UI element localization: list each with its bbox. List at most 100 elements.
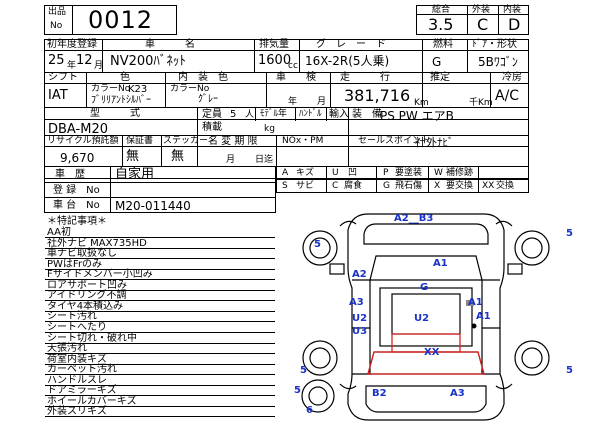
grade-value: 16X-2R(5人乗): [305, 54, 390, 68]
mileage-label: 走 行: [340, 72, 390, 83]
damage-xx: XX: [424, 347, 440, 358]
notes-title: ＊特記事項＊: [47, 216, 107, 227]
note-item: アイドリング不調: [47, 290, 127, 302]
note-item: ドアミラーキズ: [47, 385, 117, 397]
legend-a-text: キズ: [296, 168, 315, 178]
legend-w-code: W: [434, 168, 443, 178]
damage-a1-rear-right: A1: [468, 297, 483, 308]
note-divider: [45, 416, 275, 418]
first-reg-year: 25: [48, 53, 65, 68]
note-item: AA初: [47, 227, 71, 238]
capacity-value: 5: [230, 109, 237, 120]
model-value: DBA-M20: [48, 122, 108, 137]
sticker-label: ステッカー: [163, 136, 209, 146]
vehicle-name: NV200ﾊﾞﾈｯﾄ: [110, 54, 186, 69]
model-label: 型 式: [90, 108, 140, 119]
inspection-month-unit: 月: [317, 97, 327, 107]
note-divider: [45, 279, 275, 281]
damage-a2-left: A2: [352, 269, 367, 280]
door-value: 5Bﾜｺﾞﾝ: [478, 55, 518, 69]
legend-c-text: 腐食: [344, 181, 363, 191]
lot-box: [44, 5, 177, 35]
sticker-value: 無: [171, 149, 185, 164]
note-item: 車ナビ取扱なし: [47, 248, 117, 260]
lot-number: 0012: [88, 6, 154, 34]
score-label: 総合: [432, 5, 451, 15]
note-item: 天張汚れ: [47, 343, 87, 355]
recycle-value: 9,670: [60, 151, 95, 165]
ac-value: A/C: [495, 88, 520, 104]
exterior-value: C: [477, 15, 489, 34]
damage-b2: B2: [372, 388, 387, 399]
mileage-value: 381,716: [344, 86, 411, 105]
wheel-5-mid-left: 5: [300, 365, 307, 376]
legend-s-code: S: [282, 181, 288, 191]
nox-label: NOx・PM: [282, 136, 324, 146]
legend-u-text: 凹: [348, 168, 358, 178]
damage-a1-roof: A1: [433, 258, 448, 269]
lot-label-bottom: No: [50, 21, 63, 31]
car-damage-diagram: [301, 213, 550, 421]
load-label: 積載: [202, 122, 222, 133]
sales-point-value: 社外ﾅﾋﾞ: [415, 136, 454, 149]
note-item: PWはFrのみ: [47, 258, 103, 270]
exterior-label: 外装: [472, 5, 491, 15]
legend-x-code: X: [434, 181, 441, 191]
inspection-year-unit: 年: [288, 97, 298, 107]
vehicle-label: 車 名: [145, 39, 195, 50]
warranty-label: 保証書: [126, 136, 154, 146]
mileage-km-unit: Km: [414, 98, 429, 108]
color-no-label: カラーNo: [91, 84, 131, 94]
load-unit: kg: [264, 124, 275, 134]
damage-a1-rear-right-2: A1: [476, 311, 491, 322]
legend-u-code: U: [332, 168, 339, 178]
note-item: カーペット汚れ: [47, 364, 117, 376]
legend-c-code: C: [332, 181, 339, 191]
color-no-value: K23: [128, 84, 148, 95]
note-divider: [45, 289, 275, 291]
door-label: ﾄﾞｱ・形状: [472, 39, 517, 50]
spare-6: 6: [306, 405, 313, 416]
note-divider: [45, 384, 275, 386]
fuel-label: 燃料: [433, 39, 453, 50]
legend-s-text: サビ: [296, 181, 315, 191]
note-item: シート切れ・破れ中: [47, 332, 137, 344]
wheel-5-bottom-left: 5: [294, 385, 301, 396]
legend-p-code: P: [383, 168, 389, 178]
note-item: 社外ナビ MAX735HD: [47, 237, 147, 249]
recycle-label: リサイクル預託額: [47, 136, 119, 146]
inspection-label: 車 検: [276, 72, 316, 83]
registration-label: 登 録 No: [53, 185, 100, 196]
note-item: 荷室内装キズ: [47, 353, 107, 365]
first-reg-month: 12: [76, 53, 93, 68]
name-change-label: 名 変 期 限: [208, 136, 258, 147]
wheel-5-bottom-right: 5: [566, 365, 573, 376]
handle-label: ﾊﾝﾄﾞﾙ: [299, 109, 322, 119]
score-value: 3.5: [428, 15, 454, 34]
estimate-label: 推定: [430, 72, 450, 83]
history-value: 自家用: [115, 167, 155, 182]
wheel-5-top-right: 5: [566, 228, 573, 239]
note-divider: [45, 300, 275, 302]
grade-label: グ レ ー ド: [316, 39, 386, 50]
color-label: 色: [120, 72, 130, 83]
note-divider: [45, 405, 275, 407]
displacement-label: 排気量: [259, 39, 289, 50]
main-grid: [44, 39, 529, 179]
displacement-unit: cc: [288, 61, 298, 71]
interior-label: 内装: [503, 5, 522, 15]
chassis-label: 車 台 No: [53, 200, 100, 211]
wheel-5-top-left: 5: [314, 239, 321, 250]
legend-w-text: 補修跡: [446, 168, 474, 178]
note-divider: [45, 395, 275, 397]
history-box: [44, 166, 276, 213]
damage-a3-left: A3: [349, 297, 364, 308]
lot-label-top: 出品: [48, 7, 67, 17]
history-label: 車 歴: [55, 169, 85, 180]
name-change-date: 日迄: [255, 155, 274, 165]
note-item: ロアサポート凹み: [47, 279, 127, 291]
note-divider: [45, 310, 275, 312]
note-item: シートへたり: [47, 321, 107, 333]
note-divider: [45, 237, 275, 238]
